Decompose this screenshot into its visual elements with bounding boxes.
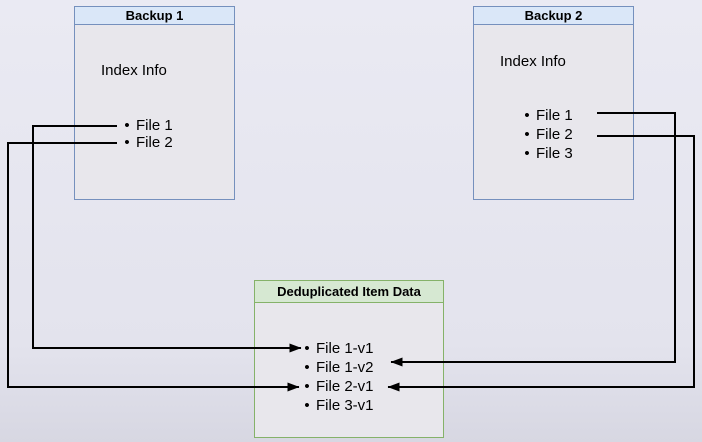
bullet-icon: • — [124, 117, 130, 134]
backup2-box: Backup 2 Index Info • File 1 • File 2 • … — [473, 6, 634, 200]
backup1-file2-item: • File 2 — [120, 134, 173, 151]
dedup-header: Deduplicated Item Data — [255, 281, 443, 303]
backup2-header: Backup 2 — [474, 7, 633, 25]
backup1-file2-label: File 2 — [136, 134, 173, 151]
backup2-file3-label: File 3 — [536, 145, 573, 162]
bullet-icon: • — [524, 107, 530, 124]
backup1-file1-label: File 1 — [136, 117, 173, 134]
bullet-icon: • — [524, 145, 530, 162]
dedup-file1v1-label: File 1-v1 — [316, 340, 374, 357]
bullet-icon: • — [124, 134, 130, 151]
dedup-file2v1-label: File 2-v1 — [316, 378, 374, 395]
deduplicated-item-data-box: Deduplicated Item Data • File 1-v1 • Fil… — [254, 280, 444, 438]
backup2-file3-item: • File 3 — [520, 144, 573, 163]
backup1-title: Backup 1 — [125, 8, 184, 23]
dedup-file1v2-label: File 1-v2 — [316, 359, 374, 376]
backup1-box: Backup 1 Index Info • File 1 • File 2 — [74, 6, 235, 200]
dedup-file2v1-item: • File 2-v1 — [300, 377, 374, 396]
backup2-file2-label: File 2 — [536, 126, 573, 143]
backup1-file1-item: • File 1 — [120, 117, 173, 134]
dedup-file-list: • File 1-v1 • File 1-v2 • File 2-v1 • Fi… — [300, 339, 374, 415]
bullet-icon: • — [304, 340, 310, 357]
bullet-icon: • — [524, 126, 530, 143]
bullet-icon: • — [304, 397, 310, 414]
dedup-file3v1-item: • File 3-v1 — [300, 396, 374, 415]
dedup-file1v1-item: • File 1-v1 — [300, 339, 374, 358]
backup2-file1-item: • File 1 — [520, 106, 573, 125]
backup1-index-info-label: Index Info — [101, 62, 167, 79]
backup2-file1-label: File 1 — [536, 107, 573, 124]
backup2-file-list: • File 1 • File 2 • File 3 — [520, 106, 573, 163]
bullet-icon: • — [304, 359, 310, 376]
backup2-title: Backup 2 — [524, 8, 583, 23]
backup1-file-list: • File 1 • File 2 — [120, 117, 173, 151]
dedup-title: Deduplicated Item Data — [277, 284, 421, 299]
backup2-file2-item: • File 2 — [520, 125, 573, 144]
backup1-header: Backup 1 — [75, 7, 234, 25]
dedup-file3v1-label: File 3-v1 — [316, 397, 374, 414]
dedup-file1v2-item: • File 1-v2 — [300, 358, 374, 377]
backup2-index-info-label: Index Info — [500, 53, 566, 70]
bullet-icon: • — [304, 378, 310, 395]
